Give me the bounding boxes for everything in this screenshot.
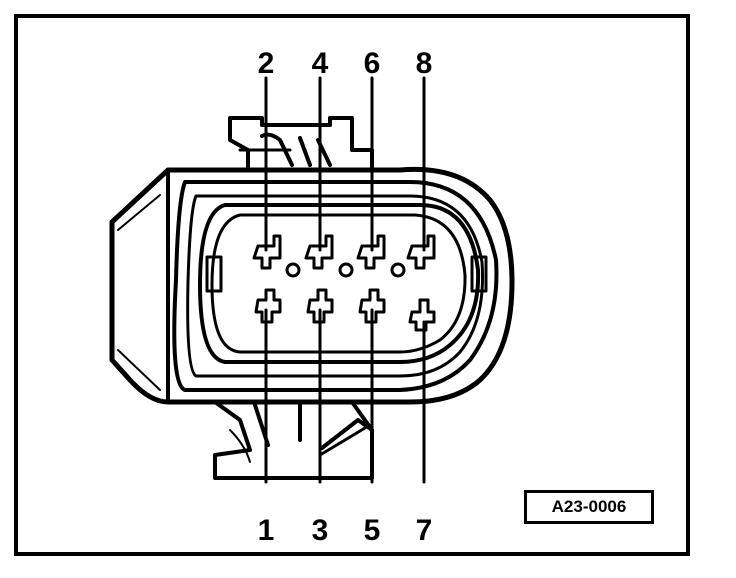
connector-face [198, 203, 488, 364]
pin-terminal-3 [306, 288, 334, 324]
pin-label-6: 6 [364, 47, 381, 80]
connector-top-latch [228, 116, 374, 172]
pin-terminal-7 [408, 298, 436, 332]
pin-label-7: 7 [416, 514, 433, 547]
coding-hole [285, 262, 301, 278]
pin-terminal-4 [304, 234, 334, 270]
pin-label-1: 1 [258, 514, 275, 547]
pin-label-3: 3 [312, 514, 329, 547]
reference-code-label: A23-0006 [524, 490, 654, 524]
pin-label-5: 5 [364, 514, 381, 547]
leader-lines [264, 76, 426, 484]
coding-hole [390, 262, 406, 278]
pin-label-4: 4 [312, 47, 329, 80]
pin-terminal-6 [356, 234, 386, 270]
coding-hole [338, 262, 354, 278]
pin-terminal-1 [254, 288, 282, 324]
pin-terminal-5 [358, 288, 386, 324]
reference-code-text: A23-0006 [551, 497, 627, 516]
connector-housing [109, 166, 515, 405]
pin-terminal-2 [252, 234, 282, 270]
pin-label-8: 8 [416, 47, 433, 80]
pin-label-2: 2 [258, 47, 275, 80]
diagram-frame [14, 14, 690, 556]
connector-bottom-latch [213, 400, 374, 480]
pin-terminal-8 [406, 234, 436, 270]
